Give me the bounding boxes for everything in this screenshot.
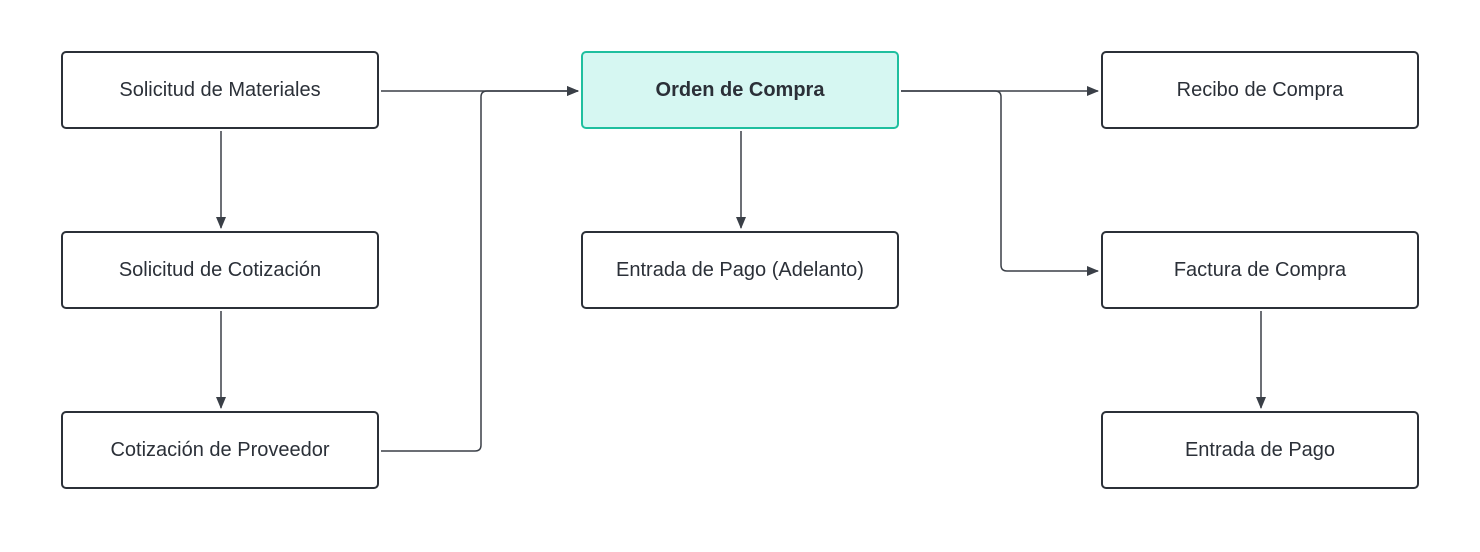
node-solicitud-cotizacion[interactable]: Solicitud de Cotización <box>61 231 379 309</box>
node-label: Entrada de Pago (Adelanto) <box>616 258 864 281</box>
node-entrada-pago-adelanto[interactable]: Entrada de Pago (Adelanto) <box>581 231 899 309</box>
node-recibo-compra[interactable]: Recibo de Compra <box>1101 51 1419 129</box>
edge-orden-to-factura <box>901 90 1099 276</box>
node-label: Solicitud de Cotización <box>118 258 322 281</box>
node-label: Entrada de Pago <box>1184 438 1336 461</box>
node-solicitud-materiales[interactable]: Solicitud de Materiales <box>61 51 379 129</box>
node-factura-compra[interactable]: Factura de Compra <box>1101 231 1419 309</box>
node-label: Recibo de Compra <box>1176 78 1344 101</box>
edge-proveedor-to-orden <box>381 86 579 452</box>
node-label: Factura de Compra <box>1173 258 1347 281</box>
node-label: Cotización de Proveedor <box>110 438 330 461</box>
node-label: Solicitud de Materiales <box>119 78 321 101</box>
node-entrada-pago[interactable]: Entrada de Pago <box>1101 411 1419 489</box>
node-cotizacion-proveedor[interactable]: Cotización de Proveedor <box>61 411 379 489</box>
node-label: Orden de Compra <box>655 78 825 101</box>
node-orden-compra[interactable]: Orden de Compra <box>581 51 899 129</box>
